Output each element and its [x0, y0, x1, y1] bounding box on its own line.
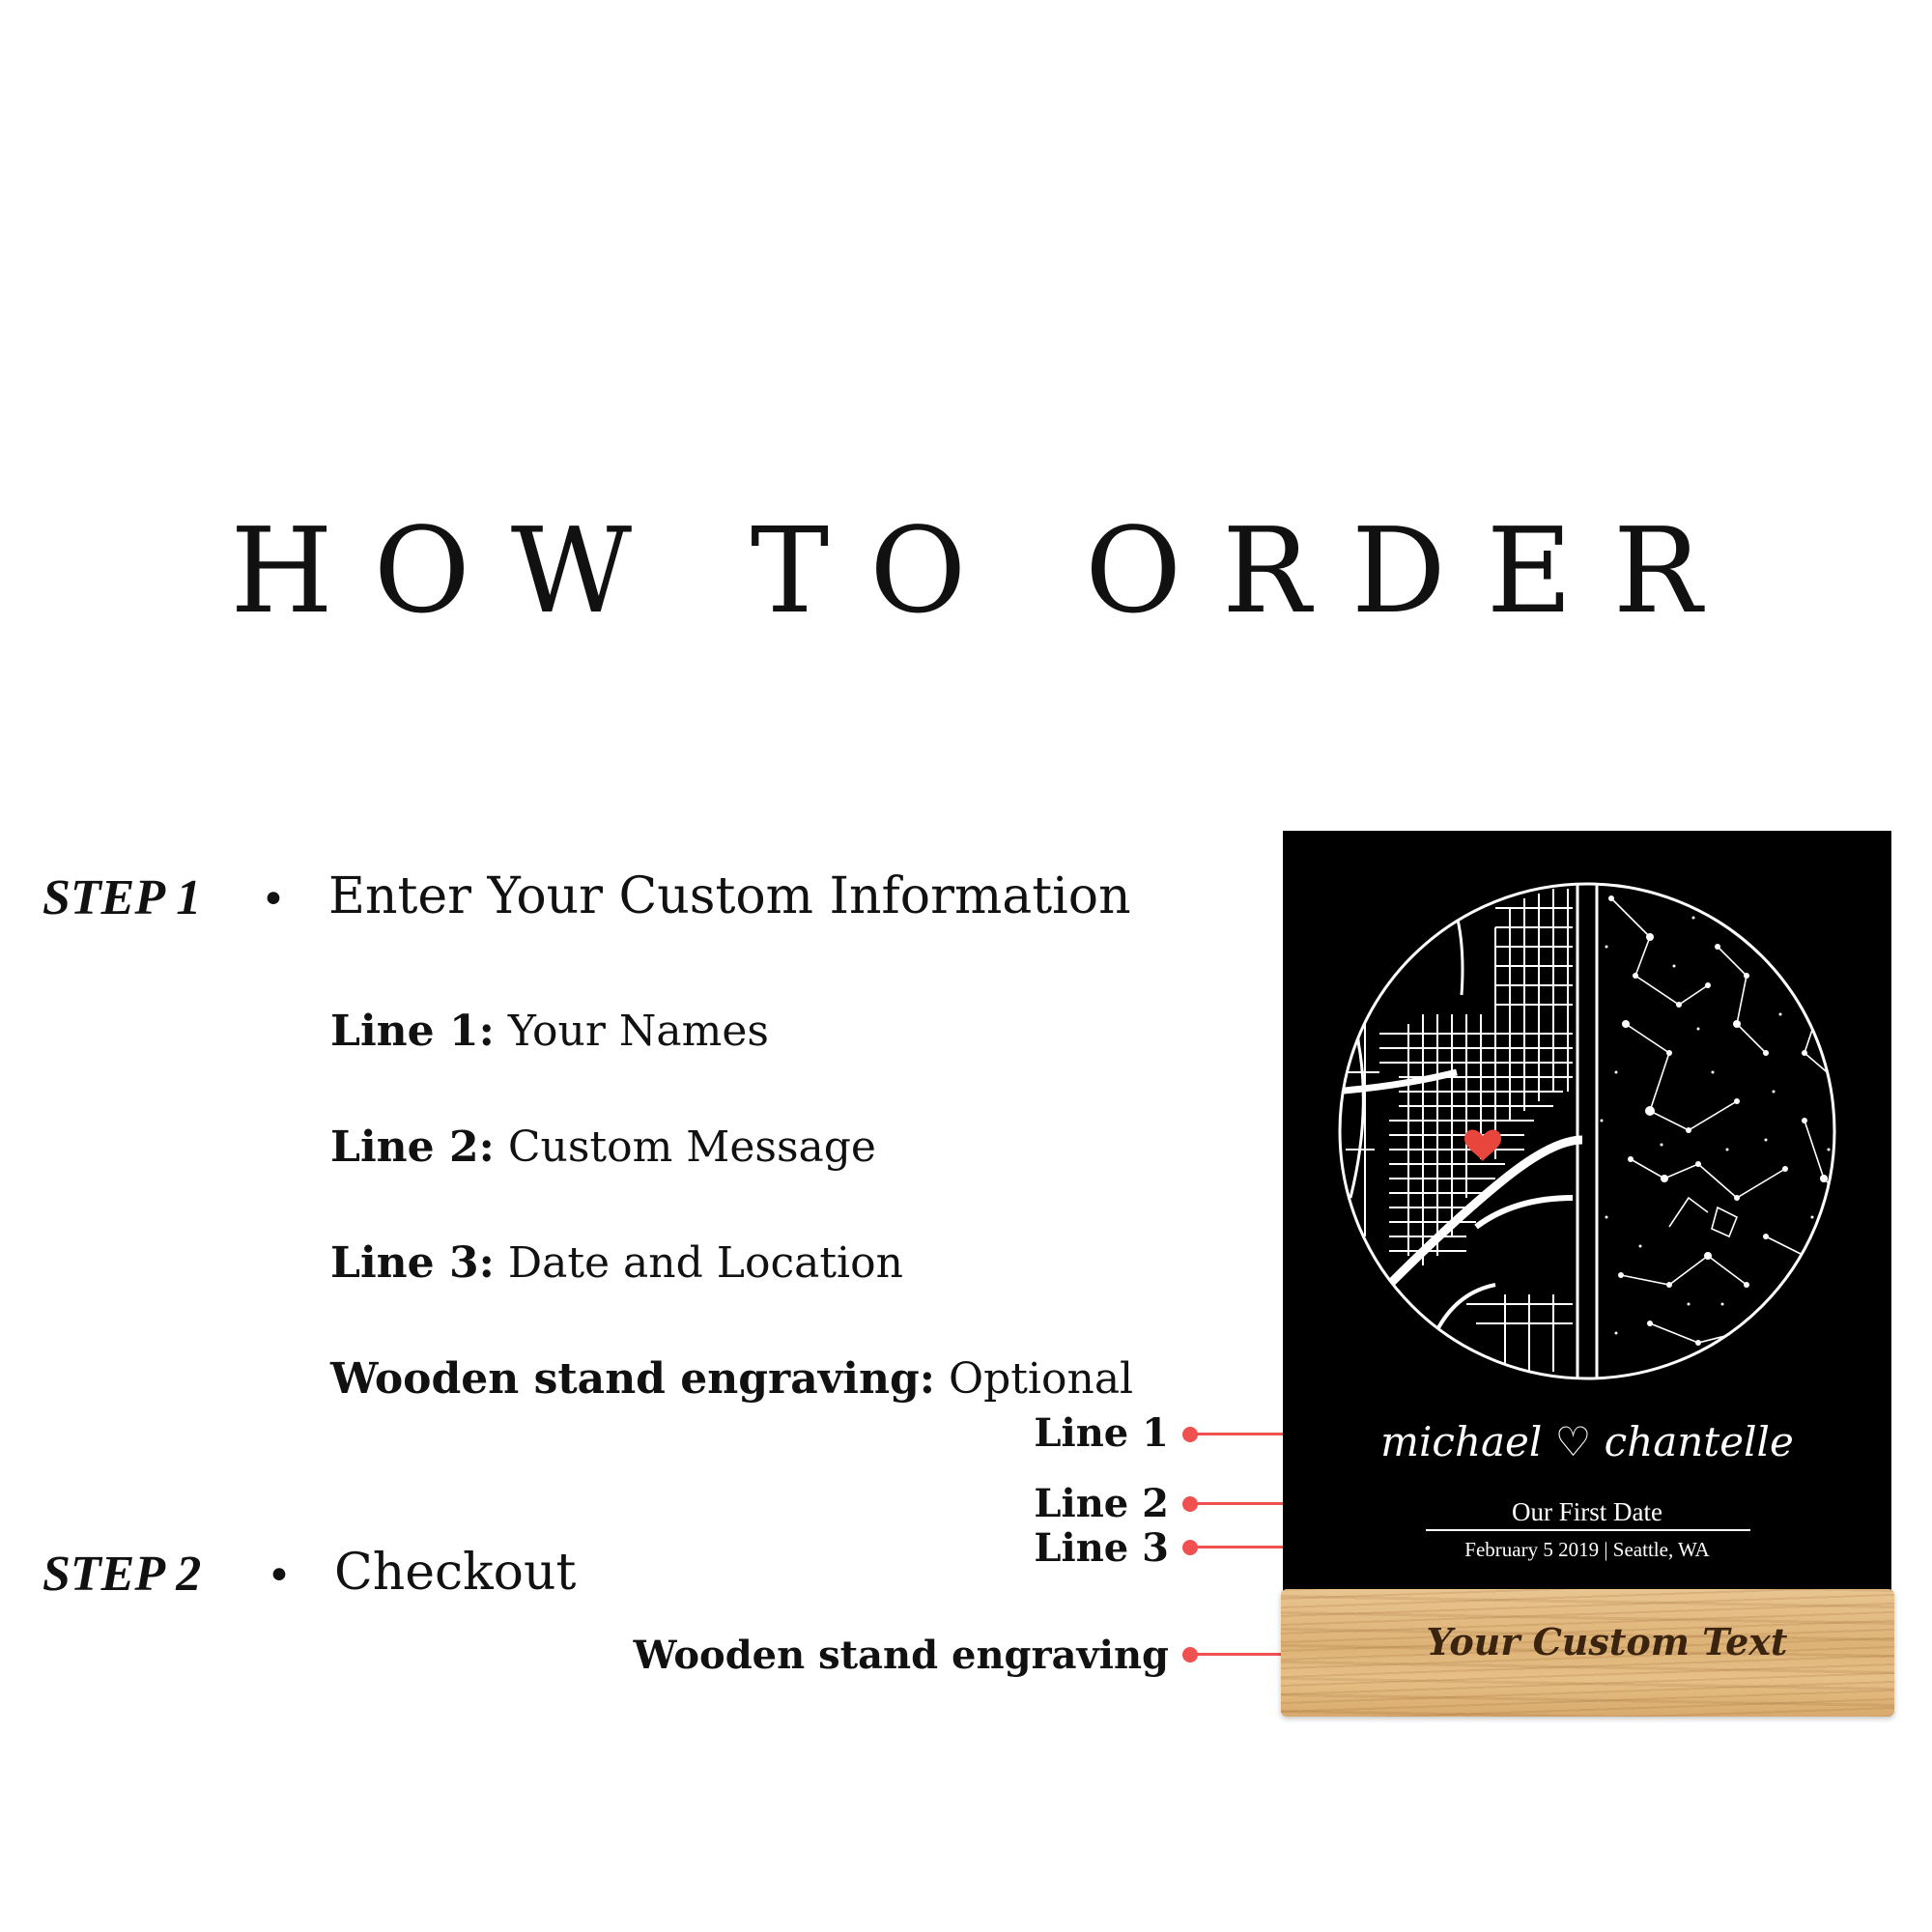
- line-3-item: Line 3: Date and Location: [330, 1242, 903, 1285]
- circle-frame: [1338, 882, 1836, 1380]
- callout-stand-label: Wooden stand engraving: [633, 1633, 1169, 1678]
- wooden-stand: Your Custom Text: [1281, 1589, 1894, 1717]
- step-1-label: STEP 1: [43, 870, 202, 925]
- stand-engraving-key: Wooden stand engraving:: [330, 1354, 935, 1404]
- poster-date-location: February 5 2019 | Seattle, WA: [1464, 1538, 1710, 1561]
- callout-line-2-label: Line 2: [1034, 1481, 1169, 1526]
- callout-line-1-leader: [1190, 1433, 1345, 1435]
- line-3-key: Line 3:: [330, 1238, 495, 1288]
- stand-engraving-text: Your Custom Text: [1426, 1620, 1788, 1663]
- stand-engraving-item: Wooden stand engraving: Optional: [330, 1358, 1133, 1401]
- callout-line-3-label: Line 3: [1034, 1525, 1169, 1571]
- map-star-illustration: [1338, 882, 1836, 1380]
- line-1-key: Line 1:: [330, 1007, 495, 1056]
- location-heart-icon: [1464, 1129, 1501, 1161]
- step-1-text: Enter Your Custom Information: [328, 867, 1131, 925]
- poster-message: Our First Date: [1512, 1497, 1662, 1526]
- street-map: [1340, 888, 1583, 1372]
- step-2-bullet: •: [267, 1551, 292, 1601]
- line-1-value: Your Names: [507, 1007, 769, 1056]
- product-poster: michael ♡ chantelle Our First Date Febru…: [1283, 831, 1891, 1594]
- callout-line-1-label: Line 1: [1034, 1410, 1169, 1456]
- poster-names: michael ♡ chantelle: [1380, 1418, 1794, 1465]
- line-1-item: Line 1: Your Names: [330, 1010, 769, 1053]
- star-chart: [1600, 895, 1834, 1354]
- page-title: HOW TO ORDER: [230, 502, 1743, 639]
- step-2-label: STEP 2: [43, 1547, 202, 1602]
- step-1-bullet: •: [261, 875, 286, 924]
- line-3-value: Date and Location: [507, 1238, 903, 1288]
- line-2-key: Line 2:: [330, 1122, 495, 1172]
- line-2-item: Line 2: Custom Message: [330, 1126, 876, 1169]
- poster-divider: [1426, 1529, 1750, 1531]
- step-2-text: Checkout: [334, 1544, 577, 1602]
- stand-engraving-value: Optional: [949, 1354, 1134, 1404]
- line-2-value: Custom Message: [507, 1122, 876, 1172]
